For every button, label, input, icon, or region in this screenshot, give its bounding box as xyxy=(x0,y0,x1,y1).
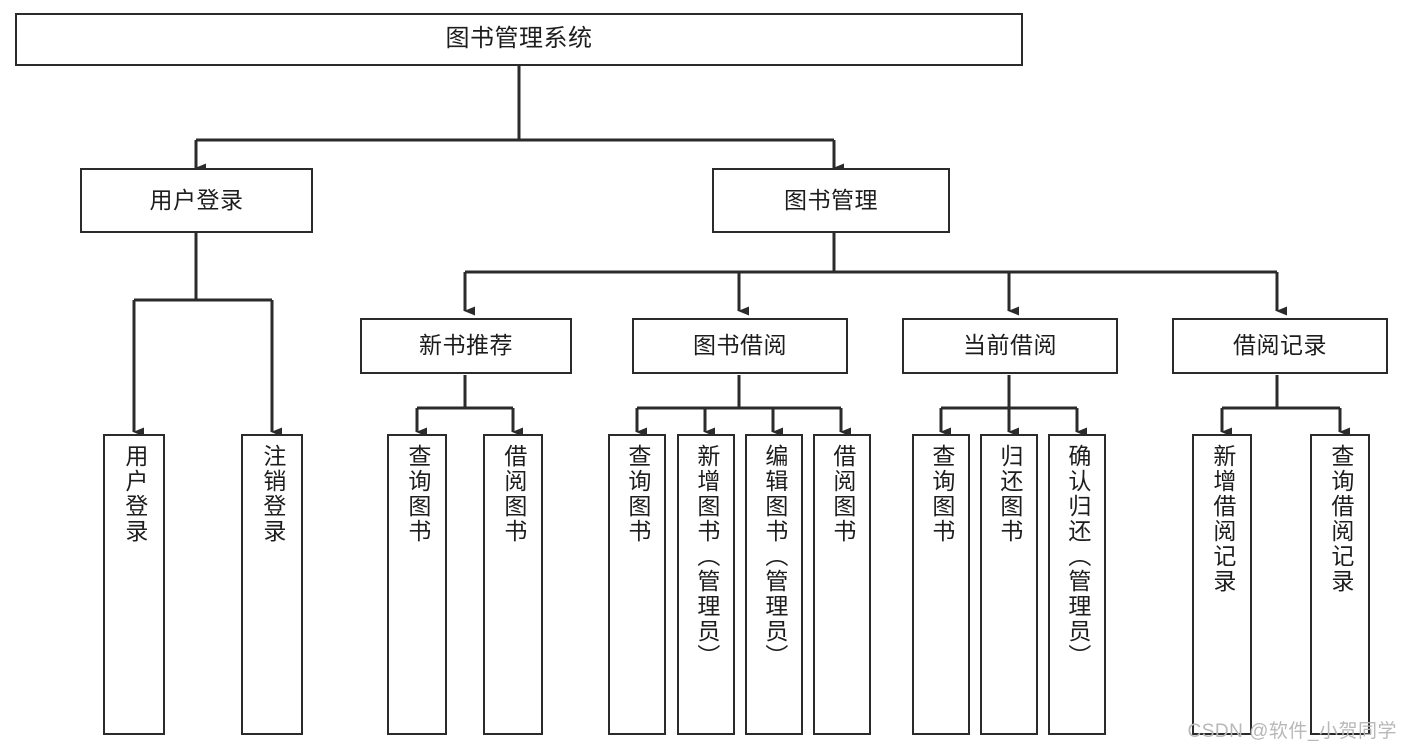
node-book-borrow-label: 图书借阅 xyxy=(693,332,787,359)
node-book-manage[interactable]: 图书管理 xyxy=(712,168,950,233)
node-current-borrow-label: 当前借阅 xyxy=(963,332,1057,359)
node-leaf-add-record-label: 新增借阅记录 xyxy=(1209,444,1236,594)
node-leaf-return-book[interactable]: 归还图书 xyxy=(980,434,1038,735)
node-leaf-user-login[interactable]: 用户登录 xyxy=(103,434,165,735)
node-leaf-query-book-3[interactable]: 查询图书 xyxy=(912,434,970,735)
node-leaf-edit-book[interactable]: 编辑图书（管理员） xyxy=(745,434,803,735)
node-leaf-add-record[interactable]: 新增借阅记录 xyxy=(1192,434,1252,735)
node-leaf-query-book-2[interactable]: 查询图书 xyxy=(608,434,666,735)
node-root[interactable]: 图书管理系统 xyxy=(15,13,1023,66)
node-root-label: 图书管理系统 xyxy=(445,25,593,53)
node-borrow-record[interactable]: 借阅记录 xyxy=(1172,318,1388,374)
node-borrow-record-label: 借阅记录 xyxy=(1233,332,1327,359)
node-leaf-query-book-1-label: 查询图书 xyxy=(404,444,431,544)
node-leaf-user-logout[interactable]: 注销登录 xyxy=(241,434,303,735)
node-leaf-borrow-book-1-label: 借阅图书 xyxy=(500,444,527,544)
node-user-login[interactable]: 用户登录 xyxy=(80,168,313,233)
node-leaf-borrow-book-2-label: 借阅图书 xyxy=(829,444,856,544)
node-leaf-query-book-1[interactable]: 查询图书 xyxy=(387,434,447,735)
node-leaf-confirm-return[interactable]: 确认归还（管理员） xyxy=(1048,434,1106,735)
node-current-borrow[interactable]: 当前借阅 xyxy=(902,318,1118,374)
node-leaf-confirm-return-label: 确认归还（管理员） xyxy=(1064,444,1091,669)
node-leaf-query-record-label: 查询借阅记录 xyxy=(1327,444,1354,594)
node-leaf-return-book-label: 归还图书 xyxy=(996,444,1023,544)
node-book-borrow[interactable]: 图书借阅 xyxy=(632,318,848,374)
watermark-text: CSDN @软件_小贺同学 xyxy=(1187,721,1397,742)
node-user-login-label: 用户登录 xyxy=(149,186,244,213)
node-leaf-query-book-3-label: 查询图书 xyxy=(928,444,955,544)
node-new-book-rec[interactable]: 新书推荐 xyxy=(360,318,572,374)
node-leaf-query-book-2-label: 查询图书 xyxy=(624,444,651,544)
node-leaf-borrow-book-2[interactable]: 借阅图书 xyxy=(813,434,871,735)
node-leaf-add-book[interactable]: 新增图书（管理员） xyxy=(677,434,735,735)
node-leaf-query-record[interactable]: 查询借阅记录 xyxy=(1310,434,1370,735)
node-leaf-user-logout-label: 注销登录 xyxy=(259,444,286,544)
node-new-book-rec-label: 新书推荐 xyxy=(419,332,513,359)
node-leaf-user-login-label: 用户登录 xyxy=(121,444,148,544)
node-leaf-add-book-label: 新增图书（管理员） xyxy=(693,444,720,669)
node-leaf-edit-book-label: 编辑图书（管理员） xyxy=(761,444,788,669)
node-book-manage-label: 图书管理 xyxy=(784,186,878,213)
node-leaf-borrow-book-1[interactable]: 借阅图书 xyxy=(483,434,543,735)
